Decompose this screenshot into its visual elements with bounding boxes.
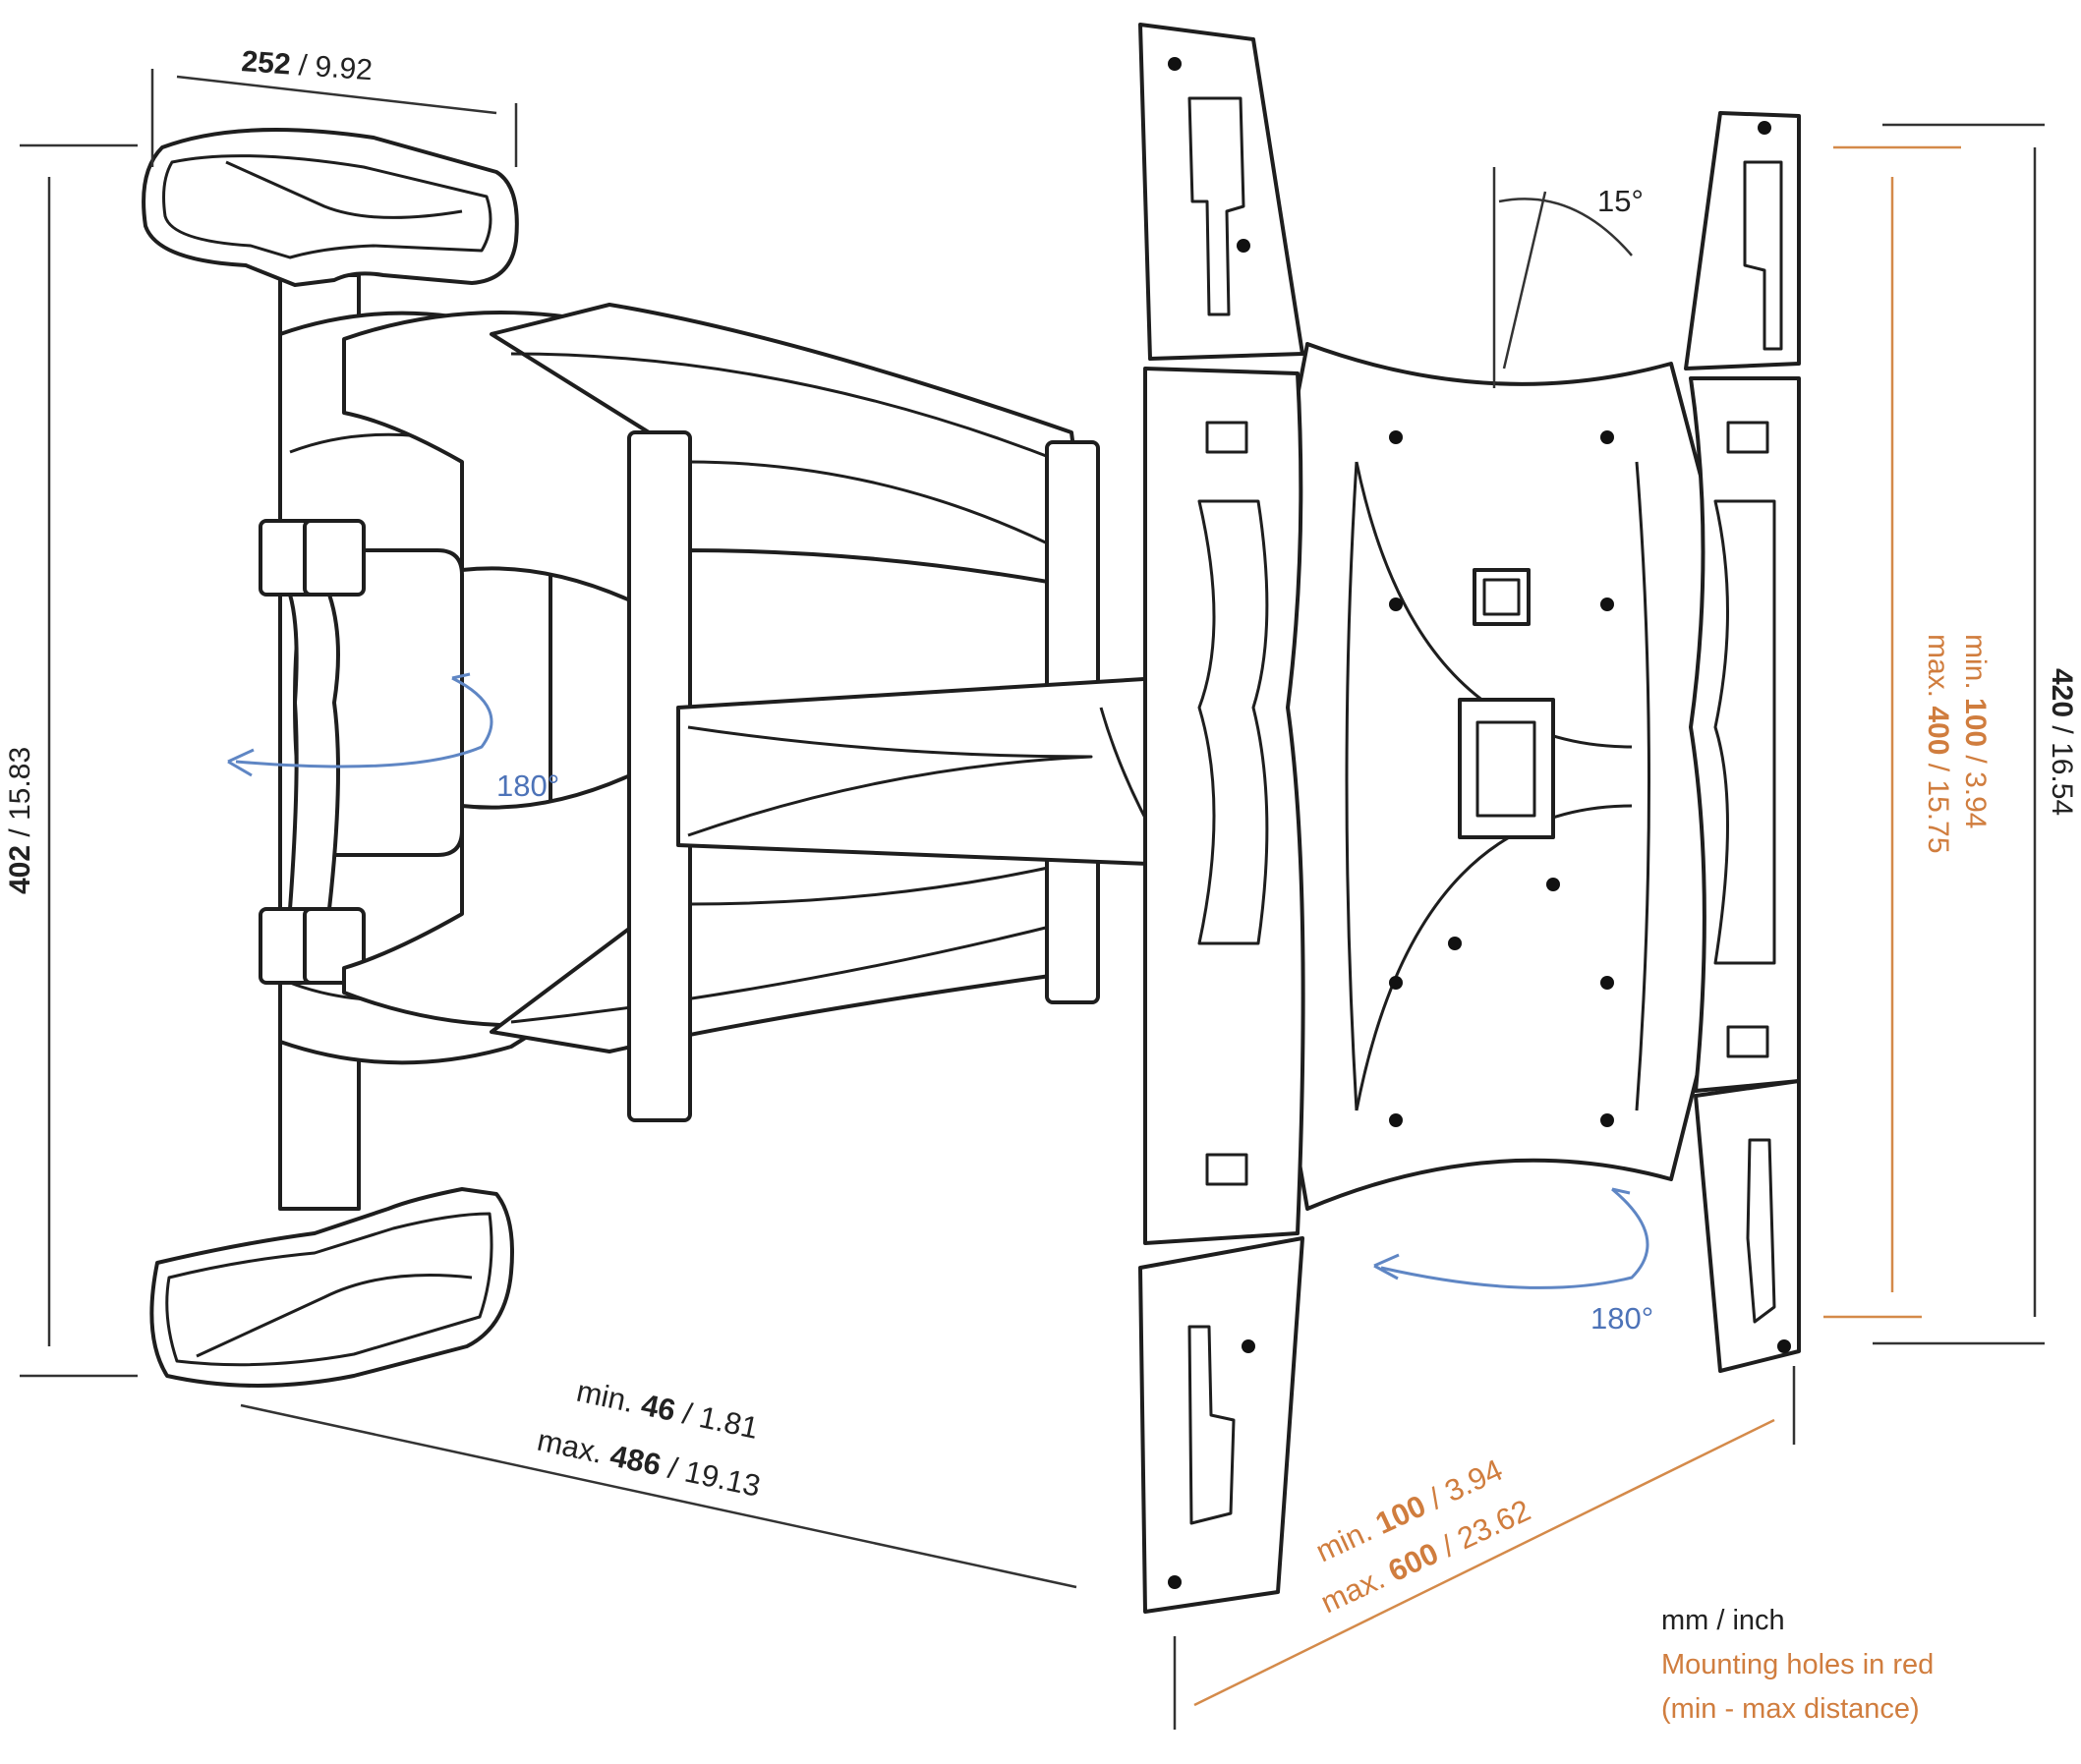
vesa-vertical-min-label: min. 100 / 3.94 <box>1959 634 1992 828</box>
tv-plate <box>1266 342 1722 1211</box>
vesa-vertical-max-label: max. 400 / 15.75 <box>1922 634 1954 854</box>
arm-swivel-label: 180° <box>496 768 559 803</box>
left-rail <box>1138 23 1305 1614</box>
plate-rotation-label: 180° <box>1590 1301 1653 1336</box>
wall-plate <box>142 128 552 1388</box>
top-width-label: 252 / 9.92 <box>241 45 374 86</box>
left-height-label: 402 / 15.83 <box>4 747 36 894</box>
holes-legend-line2: (min - max distance) <box>1661 1693 1920 1725</box>
rotation-arrows <box>227 672 1649 1289</box>
dimension-lines <box>20 69 2045 1730</box>
swing-arms <box>342 303 1177 1122</box>
units-legend: mm / inch <box>1661 1605 1785 1636</box>
holes-legend-line1: Mounting holes in red <box>1661 1649 1934 1680</box>
right-height-label: 420 / 16.54 <box>2046 668 2078 816</box>
right-rail <box>1684 111 1801 1373</box>
tilt-angle-label: 15° <box>1597 184 1644 218</box>
